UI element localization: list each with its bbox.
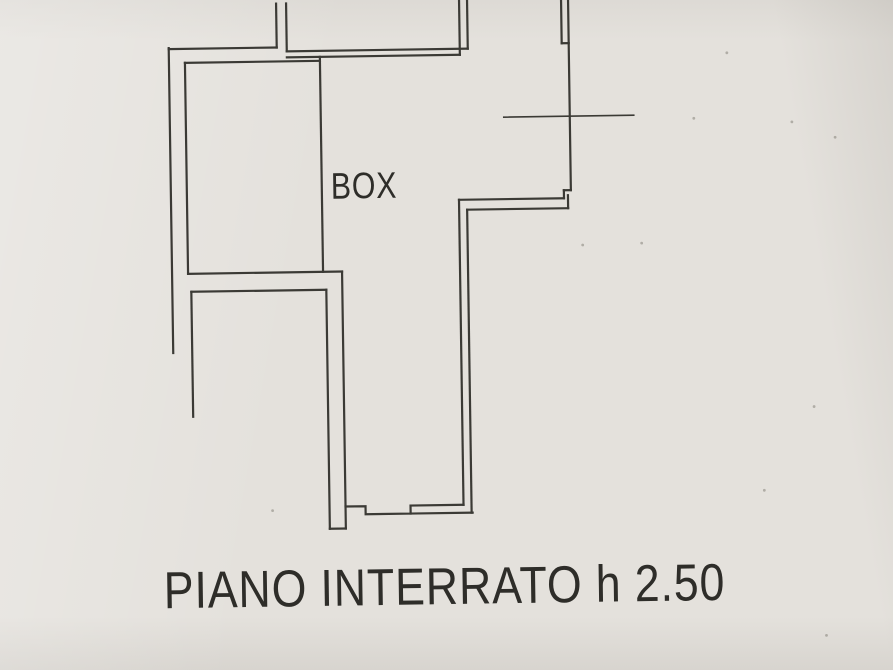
speckle-dot — [640, 241, 644, 245]
wall-segment — [190, 288, 328, 293]
speckle-dot — [581, 243, 585, 247]
wall-segment — [466, 208, 473, 514]
floor-caption: PIANO INTERRATO h 2.50 — [163, 553, 726, 621]
wall-segment — [190, 290, 195, 418]
speckle-dot — [692, 116, 696, 120]
wall-lines — [167, 0, 635, 530]
wall-segment — [409, 511, 474, 515]
wall-segment — [344, 503, 465, 516]
wall-segment — [457, 198, 465, 506]
speckle-dot — [825, 633, 828, 637]
speckle-dot — [812, 405, 816, 408]
speckle-dot — [762, 488, 766, 492]
wall-segment — [186, 270, 344, 275]
wall-segment — [340, 270, 347, 530]
speckle-dot — [790, 120, 794, 124]
wall-segment — [285, 53, 461, 59]
wall-segment — [318, 55, 325, 273]
wall-segment — [183, 61, 190, 275]
wall-segment — [566, 0, 572, 192]
speckle-dot — [271, 509, 274, 512]
wall-segment — [284, 1, 288, 53]
wall-segment — [457, 197, 566, 201]
wall-segment — [457, 0, 461, 56]
paper-speckles — [271, 51, 837, 637]
wall-segment — [167, 46, 175, 355]
wall-segment — [502, 114, 635, 118]
wall-segment — [466, 207, 570, 211]
speckle-dot — [833, 135, 837, 139]
wall-segment — [274, 1, 278, 49]
speckle-dot — [725, 51, 729, 55]
room-label-box: BOX — [330, 164, 398, 207]
wall-segment — [325, 288, 331, 530]
wall-segment — [285, 47, 469, 53]
wall-segment — [167, 46, 278, 51]
wall-segment — [183, 59, 322, 64]
wall-segment — [559, 0, 563, 45]
wall-segment — [465, 0, 469, 50]
